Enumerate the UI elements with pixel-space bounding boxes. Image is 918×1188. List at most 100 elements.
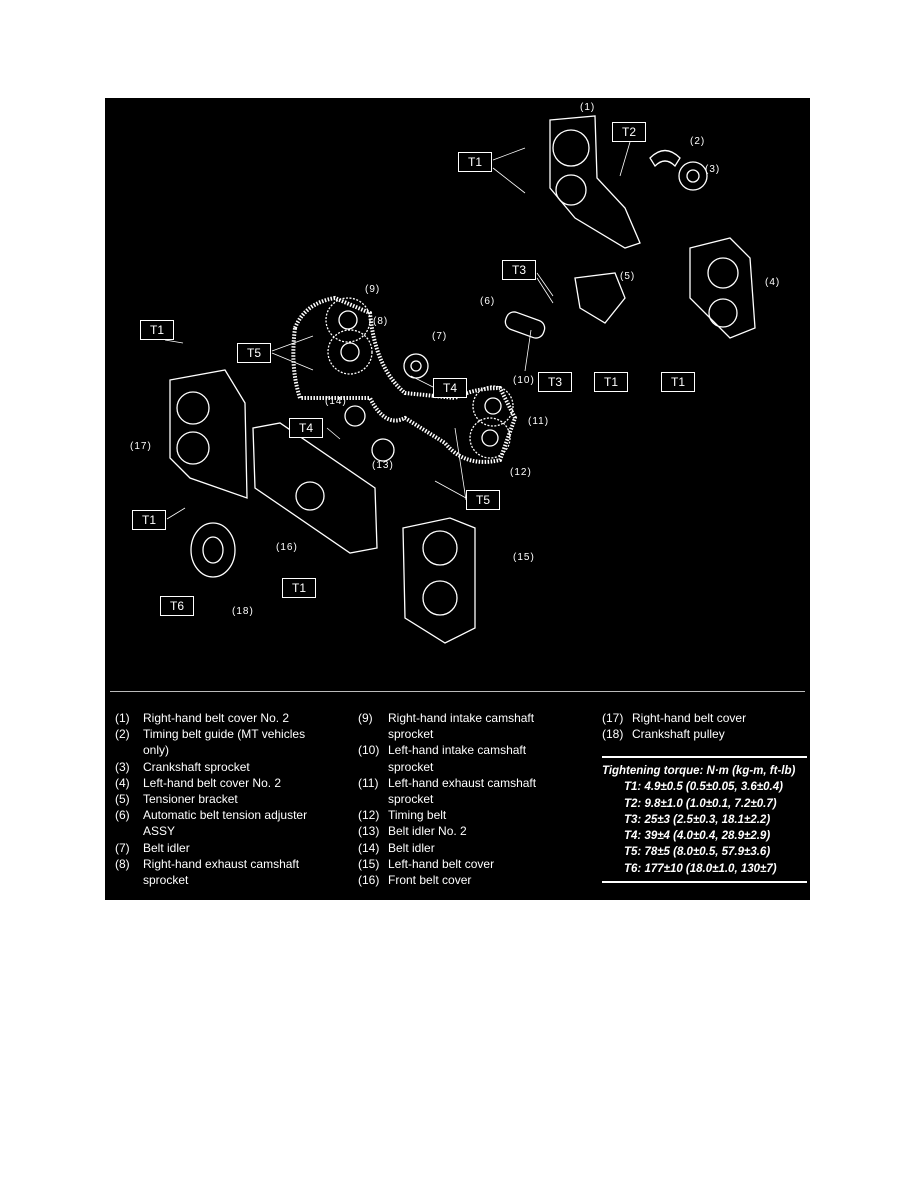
callout-16: (16) xyxy=(276,542,298,553)
torque-tag-t6: T6 xyxy=(160,596,194,616)
legend-column-2: (9) Right-hand intake camshaft sprocket (… xyxy=(358,710,598,888)
legend-column-3: (17) Right-hand belt cover (18) Crankshaft… xyxy=(602,710,807,742)
torque-row: T6: 177±10 (18.0±1.0, 130±7) xyxy=(624,862,777,875)
legend-text: (13) xyxy=(358,824,380,839)
rh-exhaust-cam-sprocket xyxy=(327,329,373,375)
callout-3: (3) xyxy=(705,164,721,175)
legend-text: Right-hand exhaust camshaft sprocket xyxy=(143,856,300,888)
legend-text: Crankshaft sprocket xyxy=(143,759,250,774)
callout-14: (14) xyxy=(325,396,347,407)
callout-1: (1) xyxy=(580,102,596,113)
callout-15: (15) xyxy=(513,552,535,563)
legend-item: (8) Right-hand exhaust camshaft sprocket xyxy=(115,856,355,888)
legend-text: Timing belt guide (MT vehicles only) xyxy=(143,727,306,758)
belt-idler-13 xyxy=(371,438,395,462)
callout-10: (10) xyxy=(513,375,535,386)
legend-text: (16) xyxy=(358,873,380,888)
legend-item: (4) Left-hand belt cover No. 2 xyxy=(115,775,355,791)
torque-tag-t5: T5 xyxy=(466,490,500,510)
legend-item: (1) Right-hand belt cover No. 2 xyxy=(115,710,355,726)
lh-exhaust-cam-sprocket xyxy=(469,417,511,459)
belt-idler-14 xyxy=(344,405,366,427)
legend-item: (7) Belt idler xyxy=(115,840,355,856)
legend-text: (7) xyxy=(115,840,130,855)
legend-item: (9) Right-hand intake camshaft sprocket xyxy=(358,710,598,742)
belt-idler-7 xyxy=(403,353,429,379)
lh-intake-cam-sprocket xyxy=(472,385,514,427)
legend-text: Left-hand exhaust camshaft sprocket xyxy=(388,775,537,807)
callout-18: (18) xyxy=(232,606,254,617)
legend-text: (18) xyxy=(602,727,624,742)
legend-text: (2) xyxy=(115,727,130,742)
legend-text: Left-hand belt cover No. 2 xyxy=(143,775,282,790)
timing-belt-guide xyxy=(649,149,681,168)
legend-text: Left-hand intake camshaft sprocket xyxy=(388,743,527,774)
legend-column-1: (1) Right-hand belt cover No. 2 (2) Timing… xyxy=(115,710,355,888)
torque-row: T3: 25±3 (2.5±0.3, 18.1±2.2) xyxy=(624,813,771,826)
torque-tag-t1: T1 xyxy=(282,578,316,598)
legend-text: Right-hand intake camshaft sprocket xyxy=(388,711,535,742)
legend-item: (18) Crankshaft pulley xyxy=(602,726,807,742)
exploded-view-drawing xyxy=(164,115,756,644)
legend-text: Right-hand belt cover xyxy=(632,711,747,725)
legend-item: (14)Belt idler xyxy=(358,840,598,856)
legend-text: (15) xyxy=(358,856,380,871)
callout-9: (9) xyxy=(365,284,381,295)
callout-12: (12) xyxy=(510,467,532,478)
legend-text: (9) xyxy=(358,711,373,725)
torque-tag-t1: T1 xyxy=(132,510,166,530)
torque-tag-t5: T5 xyxy=(237,343,271,363)
timing-belt xyxy=(291,295,518,464)
lh-belt-cover xyxy=(402,517,476,644)
legend-text: (11) xyxy=(358,775,379,790)
legend-text: Crankshaft pulley xyxy=(632,727,725,742)
torque-tag-t4: T4 xyxy=(433,378,467,398)
legend-text: (12) xyxy=(358,808,380,823)
torque-row: T1: 4.9±0.5 (0.5±0.05, 3.6±0.4) xyxy=(624,781,783,794)
legend-text: Left-hand belt cover xyxy=(388,856,495,871)
legend-text: Belt idler No. 2 xyxy=(388,824,467,839)
legend-text: (14) xyxy=(358,840,380,855)
divider xyxy=(110,691,805,692)
torque-tag-t1: T1 xyxy=(458,152,492,172)
callout-13: (13) xyxy=(372,460,394,471)
rh-belt-cover xyxy=(169,369,248,499)
callout-17: (17) xyxy=(130,441,152,452)
legend-text: Tensioner bracket xyxy=(143,792,238,807)
legend-item: (16)Front belt cover xyxy=(358,872,598,888)
legend-item: (6)Automatic belt tension adjuster ASSY xyxy=(115,807,355,839)
legend-text: (6) xyxy=(115,808,130,823)
legend-item: (2) Timing belt guide (MT vehicles only) xyxy=(115,726,355,758)
legend-item: (12) Timing belt xyxy=(358,807,598,823)
torque-tag-t1: T1 xyxy=(661,372,695,392)
legend-text: (8) xyxy=(115,856,130,871)
legend-text: Belt idler xyxy=(143,840,190,855)
torque-row: T4: 39±4 (4.0±0.4, 28.9±2.9) xyxy=(624,830,771,843)
legend-item: (3)Crankshaft sprocket xyxy=(115,759,355,775)
callout-6: (6) xyxy=(480,296,496,307)
callout-7: (7) xyxy=(432,331,448,342)
legend-text: Right-hand belt cover No. 2 xyxy=(143,711,290,725)
legend-text: (1) xyxy=(115,711,130,725)
legend-text: Timing belt xyxy=(388,808,447,823)
torque-row: T5: 78±5 (8.0±0.5, 57.9±3.6) xyxy=(624,846,771,859)
legend-item: (10) Left-hand intake camshaft sprocket xyxy=(358,742,598,774)
lh-belt-cover-no2 xyxy=(689,237,756,339)
torque-title: Tightening torque: N·m (kg-m, ft-lb) xyxy=(602,765,796,777)
legend-item: (15) Left-hand belt cover xyxy=(358,856,598,872)
legend-text: (17) xyxy=(602,711,624,725)
timing-belt-figure: (1) (2) (3) (4) (5) (6) (7) (8) (9) (10)… xyxy=(105,98,810,900)
tension-adjuster xyxy=(504,311,546,339)
crankshaft-pulley xyxy=(190,522,236,578)
torque-row: T2: 9.8±1.0 (1.0±0.1, 7.2±0.7) xyxy=(624,797,777,810)
legend-text: (4) xyxy=(115,775,130,790)
torque-tag-t1: T1 xyxy=(594,372,628,392)
tensioner-bracket xyxy=(574,272,626,324)
front-belt-cover xyxy=(252,422,378,554)
torque-tag-t2: T2 xyxy=(612,122,646,142)
legend-item: (13) Belt idler No. 2 xyxy=(358,823,598,839)
torque-tag-t3: T3 xyxy=(538,372,572,392)
legend-text: (10) xyxy=(358,743,380,758)
torque-tag-t4: T4 xyxy=(289,418,323,438)
legend-item: (5)Tensioner bracket xyxy=(115,791,355,807)
